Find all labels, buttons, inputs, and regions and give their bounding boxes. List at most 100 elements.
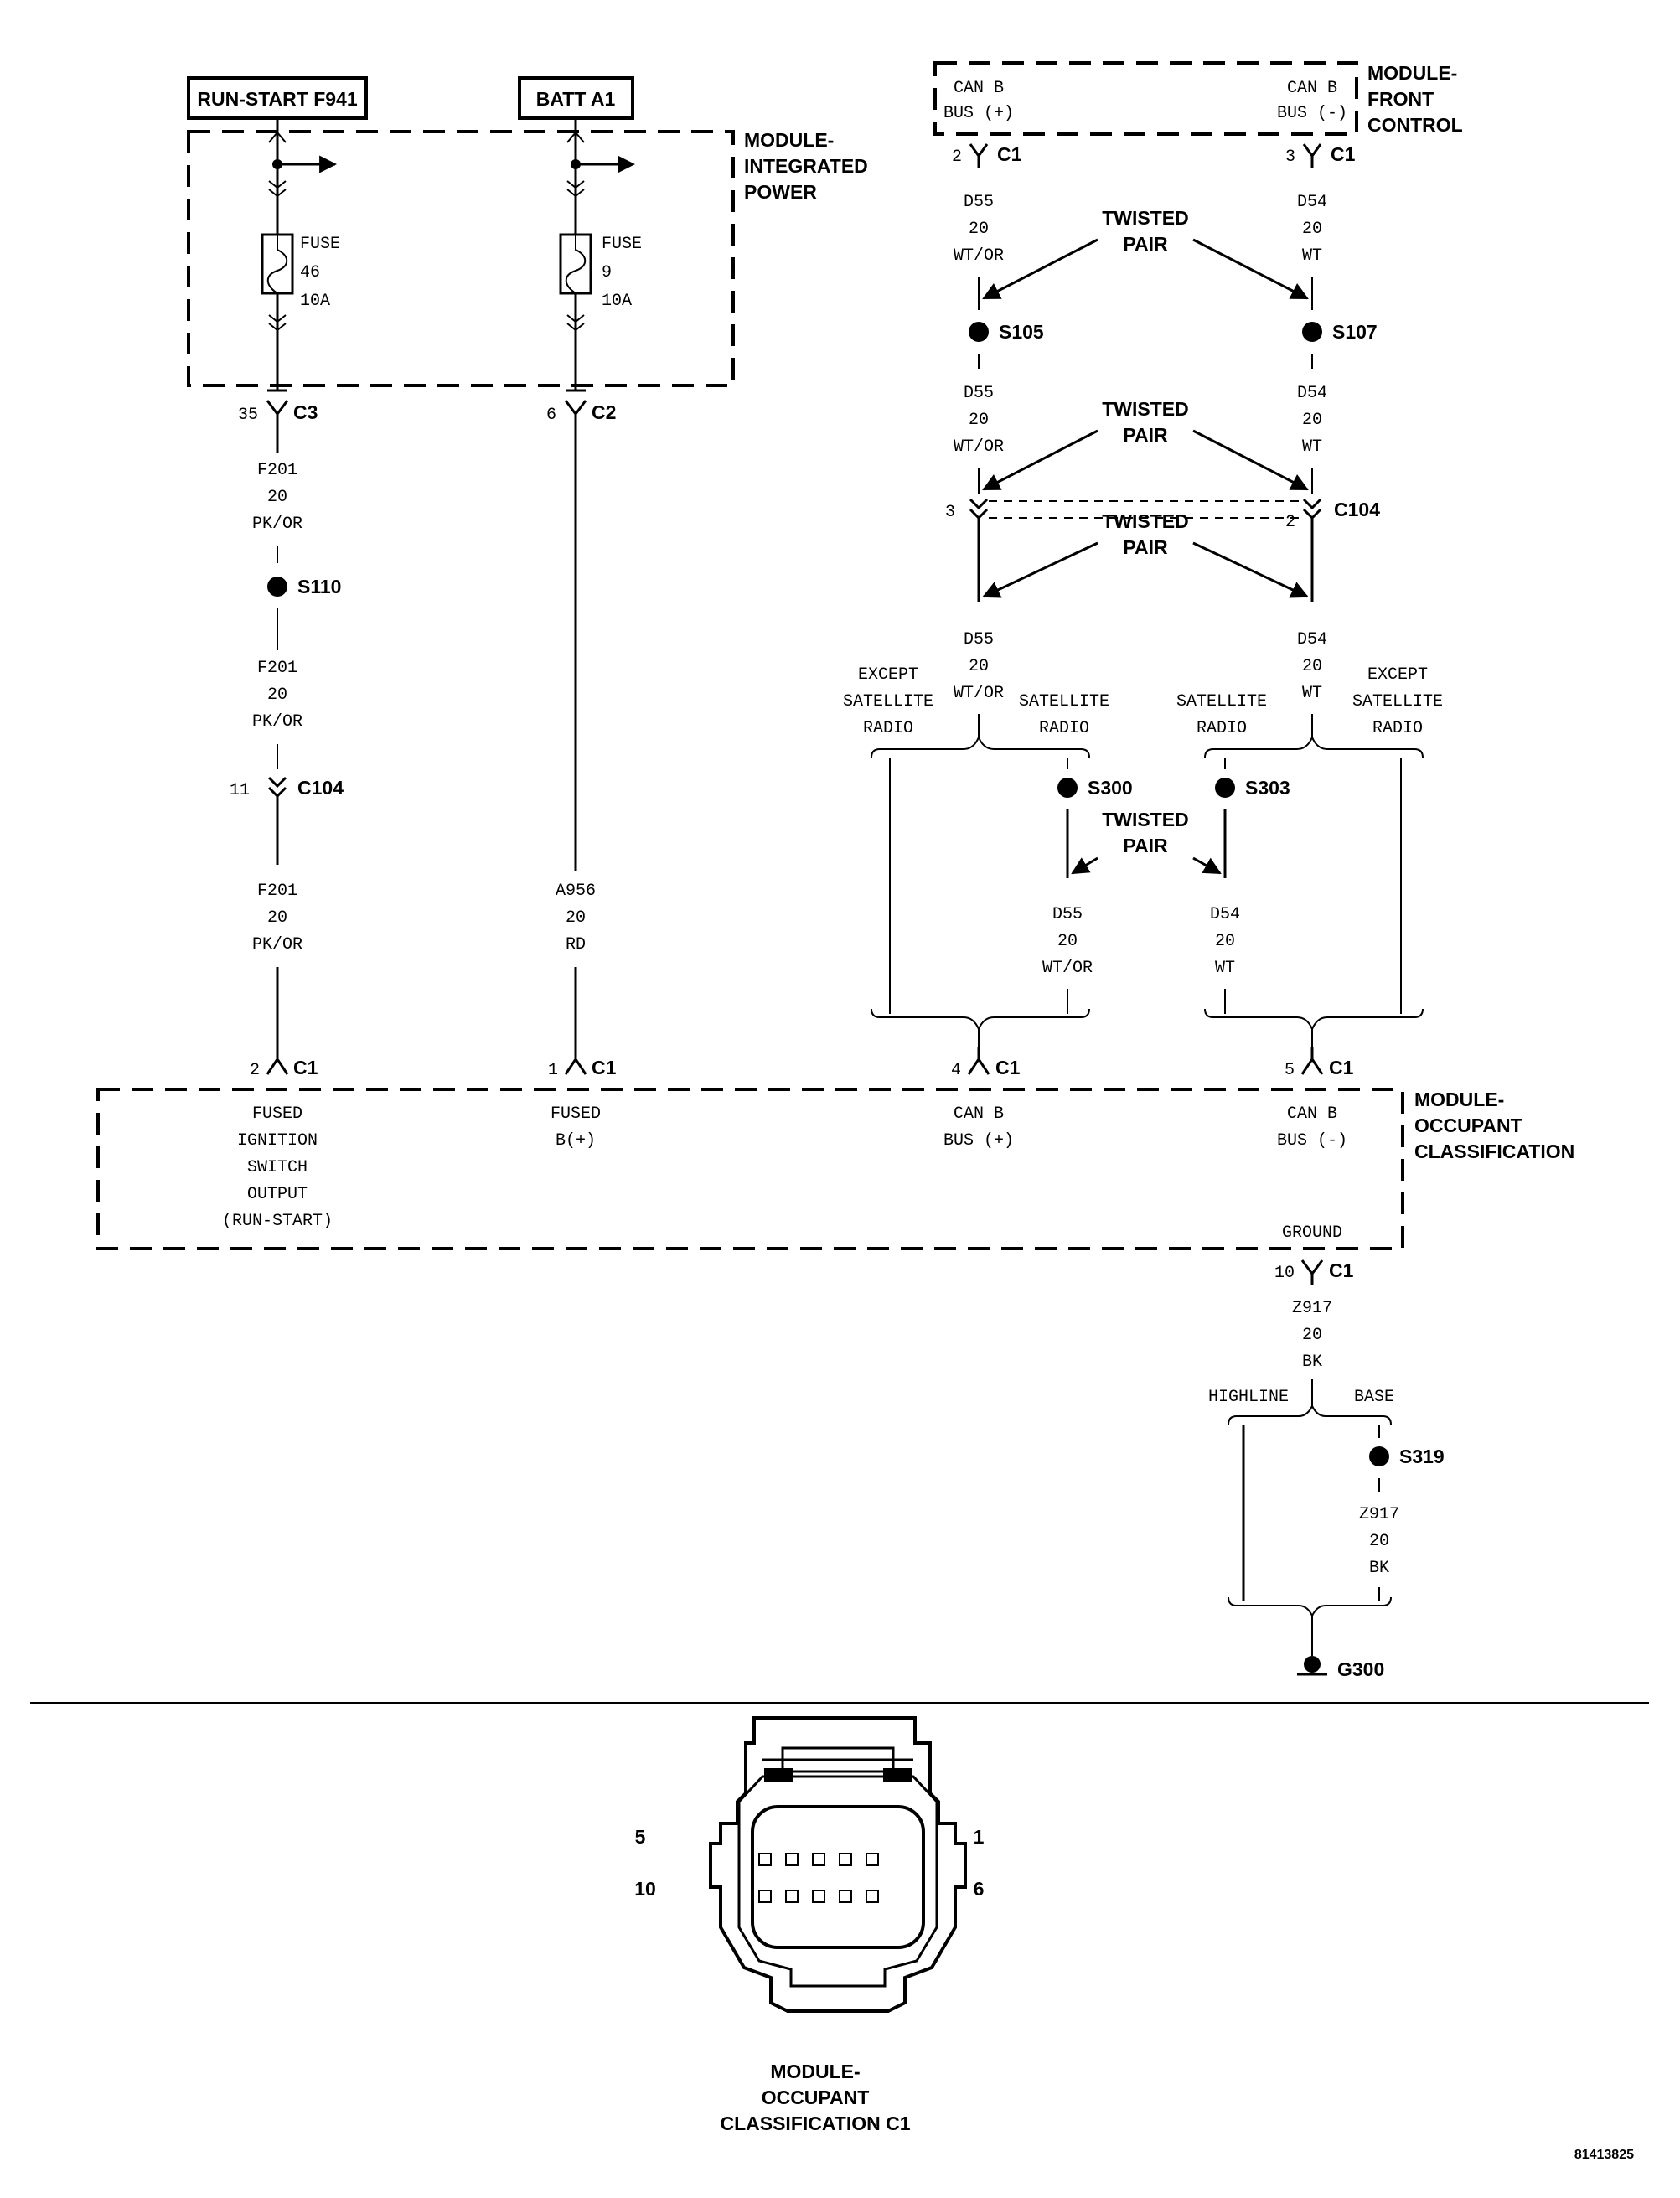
connector-occ-c1-pin4: 4 C1 <box>951 1047 1021 1080</box>
svg-text:BUS (-): BUS (-) <box>1277 104 1347 123</box>
svg-text:D54: D54 <box>1210 905 1240 924</box>
pin-front-can-plus: CAN B BUS (+) <box>943 79 1014 123</box>
svg-text:10A: 10A <box>602 292 632 311</box>
pin-can-minus: CAN B BUS (-) <box>1277 1104 1347 1151</box>
splice-s300: S300 <box>1057 777 1133 799</box>
svg-text:D54: D54 <box>1297 630 1327 649</box>
module-front-control-box <box>933 61 1358 136</box>
svg-text:Z917: Z917 <box>1359 1505 1399 1524</box>
cavity-label-1: 1 <box>974 1826 985 1848</box>
svg-text:POWER: POWER <box>744 181 817 203</box>
splice-s110: S110 <box>267 576 341 597</box>
connector-fc-c1-left: 2 C1 <box>952 143 1022 168</box>
svg-text:TWISTED: TWISTED <box>1102 510 1189 532</box>
wire-a956-label: A956 20 RD <box>556 882 596 954</box>
svg-text:WT: WT <box>1302 684 1322 703</box>
svg-text:C104: C104 <box>1334 499 1380 520</box>
wire-d55-label-2: D55 20 WT/OR <box>954 384 1004 457</box>
twisted-pair-label-4: TWISTED PAIR <box>1102 809 1189 856</box>
svg-text:RADIO: RADIO <box>863 719 913 738</box>
svg-text:5: 5 <box>1285 1061 1295 1080</box>
svg-text:EXCEPT: EXCEPT <box>1367 665 1428 685</box>
svg-text:20: 20 <box>969 657 989 676</box>
wire-z917-label-2: Z917 20 BK <box>1359 1505 1399 1578</box>
wire-f201-label-2: F201 20 PK/OR <box>252 659 302 732</box>
svg-text:S110: S110 <box>297 576 341 597</box>
connector-c104-f201: 11 C104 <box>230 776 344 800</box>
svg-text:WT: WT <box>1215 959 1235 978</box>
figure-id: 81413825 <box>1574 2148 1634 2162</box>
fuse-46-label: FUSE 46 10A <box>300 235 340 311</box>
svg-text:BUS (+): BUS (+) <box>943 1131 1014 1151</box>
svg-text:WT: WT <box>1302 437 1322 457</box>
svg-text:20: 20 <box>267 685 287 705</box>
svg-text:G300: G300 <box>1337 1658 1384 1680</box>
svg-text:PK/OR: PK/OR <box>252 935 302 954</box>
svg-text:EXCEPT: EXCEPT <box>858 665 918 685</box>
svg-text:20: 20 <box>1369 1532 1389 1551</box>
connector-c2: 6 C2 <box>546 400 616 425</box>
svg-text:20: 20 <box>1302 220 1322 239</box>
svg-text:2: 2 <box>1285 513 1295 532</box>
source-batt: BATT A1 <box>518 76 634 120</box>
svg-text:35: 35 <box>238 406 258 425</box>
svg-text:C1: C1 <box>995 1057 1021 1078</box>
connector-c3: 35 C3 <box>238 400 318 425</box>
svg-text:SWITCH: SWITCH <box>247 1158 308 1177</box>
svg-text:CONTROL: CONTROL <box>1367 114 1463 136</box>
svg-text:C1: C1 <box>592 1057 617 1078</box>
pin-fused-ignition: FUSED IGNITION SWITCH OUTPUT (RUN-START) <box>222 1104 333 1231</box>
svg-text:1: 1 <box>548 1061 558 1080</box>
svg-text:20: 20 <box>267 488 287 507</box>
svg-text:PAIR: PAIR <box>1123 424 1168 446</box>
connector-occ-c1-pin10: 10 C1 <box>1274 1259 1354 1285</box>
wire-d55-label-3: D55 20 WT/OR <box>954 630 1004 703</box>
svg-text:C104: C104 <box>297 777 344 799</box>
svg-text:20: 20 <box>267 908 287 928</box>
svg-text:RADIO: RADIO <box>1039 719 1089 738</box>
svg-text:F201: F201 <box>257 461 297 480</box>
cavity-label-6: 6 <box>974 1878 985 1900</box>
svg-text:FUSED: FUSED <box>252 1104 302 1124</box>
svg-text:BUS (+): BUS (+) <box>943 104 1014 123</box>
module-integrated-power-label: MODULE- INTEGRATED POWER <box>744 129 868 203</box>
svg-text:SATELLITE: SATELLITE <box>1352 692 1443 711</box>
svg-text:B(+): B(+) <box>556 1131 596 1151</box>
wire-f201-label-1: F201 20 PK/OR <box>252 461 302 534</box>
svg-text:20: 20 <box>566 908 586 928</box>
svg-text:2: 2 <box>250 1061 260 1080</box>
svg-text:20: 20 <box>1302 657 1322 676</box>
svg-text:IGNITION: IGNITION <box>237 1131 318 1151</box>
svg-text:WT/OR: WT/OR <box>1042 959 1093 978</box>
svg-text:PAIR: PAIR <box>1123 835 1168 856</box>
svg-text:PAIR: PAIR <box>1123 536 1168 558</box>
svg-text:20: 20 <box>1057 932 1078 951</box>
svg-text:3: 3 <box>945 503 955 522</box>
svg-text:10: 10 <box>1274 1264 1295 1283</box>
ground-g300: G300 <box>1297 1656 1384 1680</box>
svg-text:D55: D55 <box>964 630 994 649</box>
connector-occ-c1-pin2: 2 C1 <box>250 1057 318 1080</box>
module-occupant-classification-box <box>96 1088 1404 1250</box>
svg-text:OCCUPANT: OCCUPANT <box>762 2087 870 2108</box>
svg-text:MODULE-: MODULE- <box>1367 62 1457 84</box>
variant-except-satellite-left: EXCEPT SATELLITE RADIO <box>843 665 933 738</box>
connector-fc-c1-right: 3 C1 <box>1285 143 1356 168</box>
svg-text:TWISTED: TWISTED <box>1102 809 1189 830</box>
svg-text:RADIO: RADIO <box>1197 719 1247 738</box>
svg-text:BK: BK <box>1302 1352 1322 1372</box>
svg-text:11: 11 <box>230 781 250 800</box>
svg-text:Z917: Z917 <box>1292 1299 1332 1318</box>
svg-text:20: 20 <box>1302 1326 1322 1345</box>
svg-text:OUTPUT: OUTPUT <box>247 1185 308 1204</box>
splice-s107: S107 <box>1302 321 1378 343</box>
pin-can-plus: CAN B BUS (+) <box>943 1104 1014 1151</box>
module-integrated-power-box <box>187 130 735 387</box>
svg-text:RADIO: RADIO <box>1372 719 1423 738</box>
wire-d54-label-2: D54 20 WT <box>1297 384 1327 457</box>
splice-s303: S303 <box>1215 777 1290 799</box>
svg-text:MODULE-: MODULE- <box>1414 1089 1504 1110</box>
svg-text:CAN B: CAN B <box>954 79 1004 98</box>
svg-text:FUSE: FUSE <box>300 235 340 254</box>
